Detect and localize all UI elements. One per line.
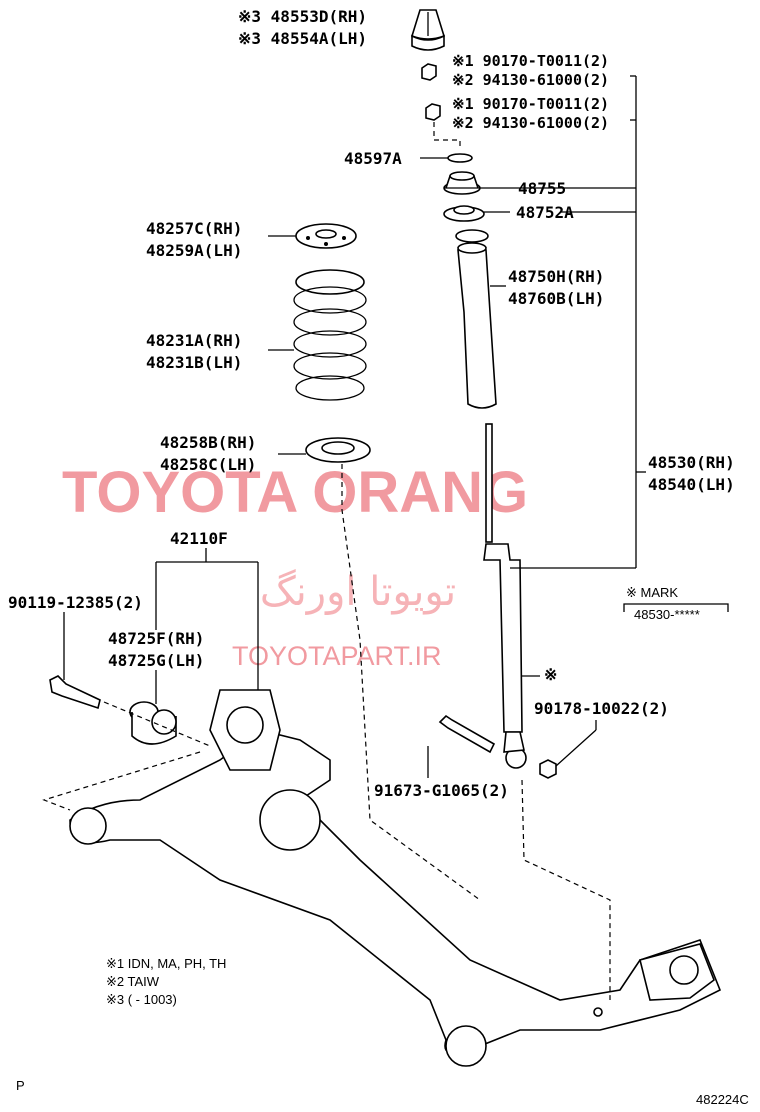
label-insulator-upper-lh: 48259A(LH)	[146, 241, 242, 260]
label-nut-1b: ※1 90170-T0011(2)	[452, 95, 609, 113]
label-nut-1a: ※1 90170-T0011(2)	[452, 52, 609, 70]
note-2: ※2 TAIW	[106, 974, 160, 989]
label-absorber-lh: 48540(LH)	[648, 475, 735, 494]
nut-icon	[421, 63, 441, 121]
footer-right: 482224C	[696, 1092, 749, 1107]
label-bushing-rh: 48725F(RH)	[108, 629, 204, 648]
bolt-icon	[438, 714, 496, 754]
label-absorber-rh: 48530(RH)	[648, 453, 735, 472]
label-bushing-lh: 48725G(LH)	[108, 651, 204, 670]
footnotes: ※1 IDN, MA, PH, TH ※2 TAIW ※3 ( - 1003)	[106, 956, 226, 1007]
label-nut-lower: 90178-10022(2)	[534, 699, 669, 718]
label-support: 48755	[518, 179, 566, 198]
label-dust-cover-rh: 48750H(RH)	[508, 267, 604, 286]
footer-left: P	[16, 1078, 25, 1093]
part-labels: ※3 48553D(RH) ※3 48554A(LH) ※1 90170-T00…	[8, 7, 735, 800]
label-insulator-lower-lh: 48258C(LH)	[160, 455, 256, 474]
mark-title: ※ MARK	[626, 585, 678, 600]
bushing-icon	[129, 701, 177, 745]
leader-lines	[63, 75, 646, 778]
assembly-dashed-lines	[42, 464, 611, 1000]
label-nut-2a: ※2 94130-61000(2)	[452, 71, 609, 89]
note-3: ※3 ( - 1003)	[106, 992, 177, 1007]
washer-icon	[447, 153, 473, 163]
shock-absorber-icon	[483, 423, 527, 769]
label-axle-beam: 42110F	[170, 529, 228, 548]
note-1: ※1 IDN, MA, PH, TH	[106, 956, 226, 971]
label-bolt-front: 90119-12385(2)	[8, 593, 143, 612]
label-support-lower: 48752A	[516, 203, 574, 222]
axle-beam-icon	[69, 689, 722, 1067]
label-insulator-upper-rh: 48257C(RH)	[146, 219, 242, 238]
watermark-persian: تویوتا اورنگ	[260, 569, 456, 615]
label-nut-2b: ※2 94130-61000(2)	[452, 114, 609, 132]
label-insulator-lower-rh: 48258B(RH)	[160, 433, 256, 452]
label-bolt-lower: 91673-G1065(2)	[374, 781, 509, 800]
label-mark-symbol: ※	[544, 665, 557, 684]
watermark-url: TOYOTAPART.IR	[232, 641, 442, 671]
label-spring-lh: 48231B(LH)	[146, 353, 242, 372]
label-bump-stopper-rh: ※3 48553D(RH)	[238, 7, 367, 26]
nut-lower-icon	[539, 759, 557, 779]
label-washer: 48597A	[344, 149, 402, 168]
support-icon	[443, 171, 481, 195]
front-bolt-icon	[49, 675, 101, 710]
coil-spring-icon	[293, 269, 367, 401]
label-bump-stopper-lh: ※3 48554A(LH)	[238, 29, 367, 48]
mark-legend: ※ MARK 48530-*****	[623, 585, 729, 622]
leader-dashed	[433, 122, 461, 150]
watermark-latin: TOYOTA ORANG	[62, 460, 528, 525]
insulator-lower-icon	[305, 437, 371, 463]
bump-stopper-icon	[411, 9, 445, 51]
mark-code: 48530-*****	[634, 607, 700, 622]
insulator-upper-icon	[295, 223, 357, 249]
dust-cover-icon	[455, 229, 497, 409]
support-lower-icon	[443, 205, 485, 222]
label-dust-cover-lh: 48760B(LH)	[508, 289, 604, 308]
label-spring-rh: 48231A(RH)	[146, 331, 242, 350]
